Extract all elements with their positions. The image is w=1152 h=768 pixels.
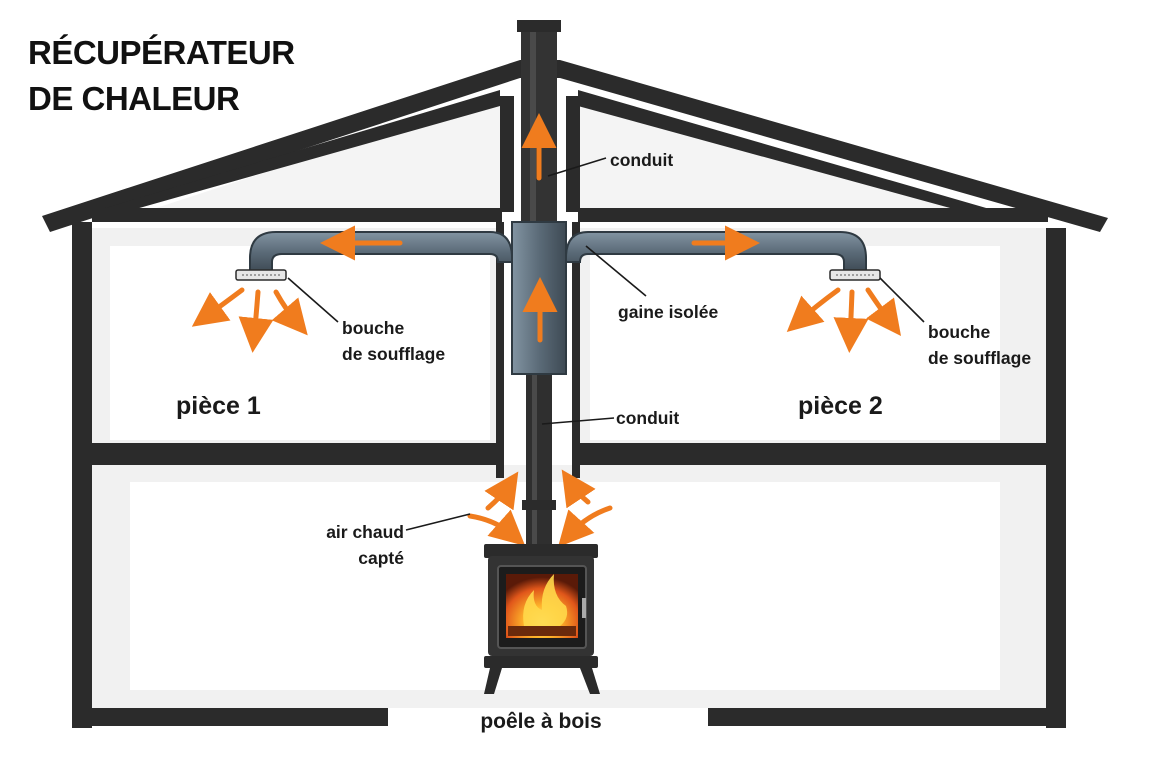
roof-inner-left <box>92 90 500 214</box>
arrow-warm-air-2 <box>467 509 526 546</box>
floor-right <box>572 443 1048 465</box>
wall-left <box>72 222 92 728</box>
stove-leg-right <box>580 668 600 694</box>
arrow-warm-air-4 <box>557 505 613 548</box>
chimney-cap <box>517 20 561 32</box>
label-air-chaud-1: air chaud <box>326 522 404 542</box>
arrow-warm-air-1 <box>484 471 519 511</box>
partition-left-top <box>500 96 514 212</box>
ceiling-left <box>92 208 502 222</box>
label-conduit-top: conduit <box>610 150 673 170</box>
label-room-2: pièce 2 <box>798 392 883 420</box>
vent-grille-left <box>235 269 287 281</box>
arrow-vent-right-3 <box>865 287 901 337</box>
duct-left <box>249 231 513 273</box>
partition-right <box>572 222 580 478</box>
arrow-vent-right-1 <box>786 287 841 332</box>
title-line-2: DE CHALEUR <box>28 80 240 117</box>
wall-right <box>1046 228 1066 728</box>
floor-left <box>92 443 504 465</box>
arrow-warm-air-3 <box>561 469 596 509</box>
label-air-chaud-2: capté <box>358 548 404 568</box>
arrow-vent-left-3 <box>271 289 308 336</box>
ground-slab-left <box>92 708 388 726</box>
arrow-vent-left-1 <box>191 287 245 327</box>
duct-right <box>565 231 867 273</box>
label-bouche-right-1: bouche <box>928 322 990 342</box>
label-conduit-mid: conduit <box>616 408 679 428</box>
wood-stove <box>484 544 600 694</box>
vent-grille-right <box>829 269 881 281</box>
arrow-vent-right-2 <box>833 289 869 353</box>
ground-slab-right <box>708 708 1048 726</box>
arrow-vent-left-2 <box>238 289 274 353</box>
label-stove: poêle à bois <box>480 710 601 733</box>
flame-icon <box>523 574 568 626</box>
partition-left <box>496 222 504 478</box>
airflow-arrows <box>191 113 901 548</box>
stove-leg-left <box>484 668 502 694</box>
label-bouche-right-2: de soufflage <box>928 348 1031 368</box>
title-line-1: RÉCUPÉRATEUR <box>28 34 295 71</box>
partition-right-top <box>566 96 580 212</box>
label-gaine-isolee: gaine isolée <box>618 302 718 322</box>
label-bouche-left-2: de soufflage <box>342 344 445 364</box>
ceiling-right <box>578 208 1048 222</box>
house-structure <box>42 60 1108 728</box>
label-room-1: pièce 1 <box>176 392 261 420</box>
roof-inner-right <box>578 90 1000 214</box>
leader-lines <box>287 157 925 531</box>
label-bouche-left-1: bouche <box>342 318 404 338</box>
